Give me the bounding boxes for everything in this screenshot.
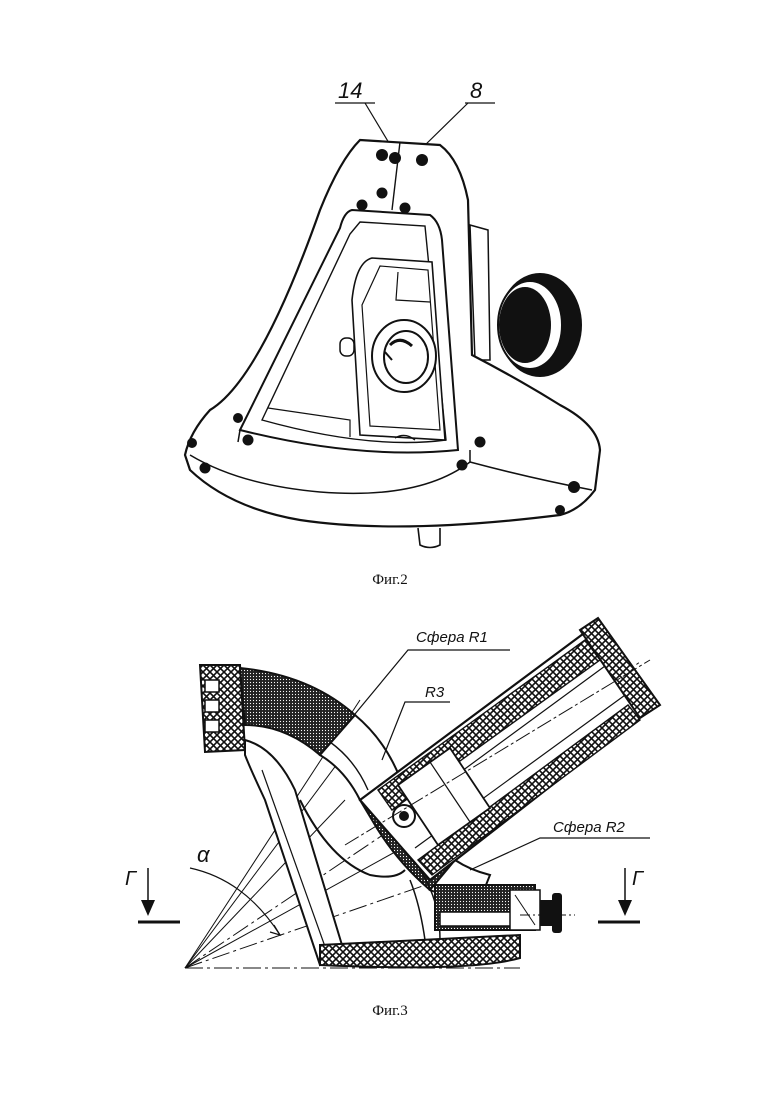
figure-3-caption: Фиг.3 — [0, 1003, 780, 1020]
figure-2-drawing: 14 8 — [0, 60, 780, 560]
figure-3-drawing: α — [0, 600, 780, 1000]
clamp-screw — [435, 885, 575, 933]
adjustment-knob — [470, 225, 582, 377]
figure-2-caption: Фиг.2 — [0, 572, 780, 589]
figure-3-svg: α — [0, 600, 780, 1000]
figure-2-svg: 14 8 — [0, 60, 780, 560]
section-letter-left: Г — [125, 868, 138, 890]
left-head-block — [200, 665, 245, 752]
callout-8: 8 — [470, 78, 483, 103]
callout-8-leader — [420, 103, 468, 150]
label-r3: R3 — [425, 684, 445, 701]
base-plate — [320, 935, 520, 967]
angle-alpha-label: α — [197, 842, 211, 867]
label-sphere-r1: Сфера R1 — [416, 629, 488, 646]
callout-14: 14 — [338, 78, 362, 103]
section-mark-right: Г — [598, 868, 645, 922]
section-mark-left: Г — [125, 868, 180, 922]
label-sphere-r2: Сфера R2 — [553, 819, 626, 836]
section-letter-right: Г — [632, 868, 645, 890]
